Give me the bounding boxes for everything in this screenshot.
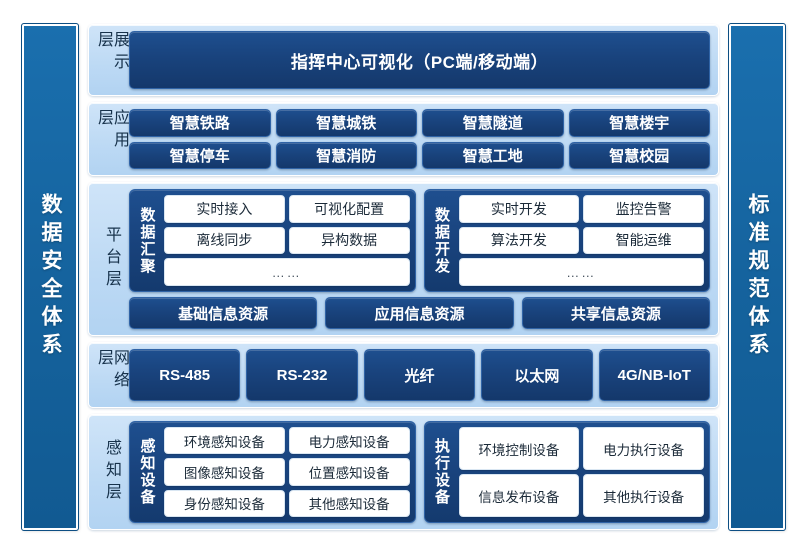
app-item-smart-railway[interactable]: 智慧铁路: [129, 109, 271, 137]
layer-network: 网络层 RS-485 RS-232 光纤 以太网 4G/NB-IoT: [88, 342, 719, 408]
cell-monitoring-alarm[interactable]: 监控告警: [583, 195, 704, 223]
layer-body-application: 智慧铁路 智慧城铁 智慧隧道 智慧楼宇 智慧停车 智慧消防 智慧工地 智慧校园: [129, 109, 710, 169]
sensing-group-sensor-devices: 感知设备 环境感知设备 电力感知设备 图像感知设备 位置感知设备 身份感知设备 …: [129, 421, 416, 523]
cell-more-data-development[interactable]: ……: [458, 258, 704, 286]
cell-image-sensor[interactable]: 图像感知设备: [164, 458, 285, 486]
application-grid: 智慧铁路 智慧城铁 智慧隧道 智慧楼宇 智慧停车 智慧消防 智慧工地 智慧校园: [129, 109, 710, 169]
cell-identity-sensor[interactable]: 身份感知设备: [164, 489, 285, 517]
group-title-data-aggregation: 数据汇聚: [138, 206, 156, 275]
layer-application: 应用层 智慧铁路 智慧城铁 智慧隧道 智慧楼宇 智慧停车 智慧消防 智慧工地 智…: [88, 102, 719, 176]
cell-environment-control-device[interactable]: 环境控制设备: [458, 427, 580, 470]
right-pillar-standards: 标准规范体系: [728, 23, 786, 531]
cell-offline-sync[interactable]: 离线同步: [164, 226, 285, 255]
app-item-smart-parking[interactable]: 智慧停车: [129, 141, 271, 169]
platform-group-data-aggregation: 数据汇聚 实时接入 可视化配置 离线同步 异构数据 ……: [129, 189, 416, 292]
app-item-smart-urban-rail[interactable]: 智慧城铁: [275, 109, 417, 137]
layer-label-network: 网络层: [95, 349, 128, 393]
group-cells-data-aggregation: 实时接入 可视化配置 离线同步 异构数据 ……: [164, 195, 410, 286]
resource-shared-information[interactable]: 共享信息资源: [521, 297, 710, 329]
platform-groups: 数据汇聚 实时接入 可视化配置 离线同步 异构数据 …… 数据开发 实时开发: [129, 189, 710, 292]
app-item-smart-building[interactable]: 智慧楼宇: [568, 109, 710, 137]
cell-environment-sensor[interactable]: 环境感知设备: [164, 427, 285, 455]
layer-body-sensing: 感知设备 环境感知设备 电力感知设备 图像感知设备 位置感知设备 身份感知设备 …: [129, 421, 710, 523]
layer-body-presentation: 指挥中心可视化（PC端/移动端）: [129, 31, 710, 89]
group-cells-sensor-devices: 环境感知设备 电力感知设备 图像感知设备 位置感知设备 身份感知设备 其他感知设…: [164, 427, 410, 517]
cell-other-actuator-device[interactable]: 其他执行设备: [583, 474, 704, 517]
cell-information-release-device[interactable]: 信息发布设备: [458, 474, 580, 517]
group-cells-actuator-devices: 环境控制设备 电力执行设备 信息发布设备 其他执行设备: [458, 427, 704, 517]
platform-resources: 基础信息资源 应用信息资源 共享信息资源: [129, 297, 710, 329]
layer-label-sensing: 感知层: [103, 439, 120, 505]
sensing-groups: 感知设备 环境感知设备 电力感知设备 图像感知设备 位置感知设备 身份感知设备 …: [129, 421, 710, 523]
app-item-smart-construction-site[interactable]: 智慧工地: [422, 141, 564, 169]
cell-realtime-development[interactable]: 实时开发: [458, 195, 580, 223]
layer-sensing: 感知层 感知设备 环境感知设备 电力感知设备 图像感知设备 位置感知设备 身份感…: [88, 414, 719, 530]
group-title-data-development: 数据开发: [433, 206, 450, 275]
resource-basic-information[interactable]: 基础信息资源: [129, 297, 318, 329]
layer-label-presentation: 展示层: [95, 31, 128, 75]
cell-more-data-aggregation[interactable]: ……: [164, 258, 410, 286]
layer-platform: 平台层 数据汇聚 实时接入 可视化配置 离线同步 异构数据 ……: [88, 182, 719, 336]
cell-intelligent-ops[interactable]: 智能运维: [583, 226, 704, 255]
cell-power-sensor[interactable]: 电力感知设备: [288, 427, 410, 455]
layer-label-application: 应用层: [95, 109, 128, 153]
platform-group-data-development: 数据开发 实时开发 监控告警 算法开发 智能运维 ……: [423, 189, 710, 292]
app-item-smart-tunnel[interactable]: 智慧隧道: [422, 109, 564, 137]
resource-application-information[interactable]: 应用信息资源: [325, 297, 514, 329]
right-pillar-label: 标准规范体系: [746, 193, 770, 361]
layer-body-network: RS-485 RS-232 光纤 以太网 4G/NB-IoT: [129, 349, 710, 401]
network-item-4g-nb-iot[interactable]: 4G/NB-IoT: [598, 349, 710, 401]
network-item-fiber[interactable]: 光纤: [363, 349, 476, 401]
network-item-ethernet[interactable]: 以太网: [481, 349, 593, 401]
command-center-banner[interactable]: 指挥中心可视化（PC端/移动端）: [129, 31, 710, 89]
cell-power-actuator-device[interactable]: 电力执行设备: [583, 427, 704, 470]
app-item-smart-firefighting[interactable]: 智慧消防: [275, 141, 417, 169]
group-cells-data-development: 实时开发 监控告警 算法开发 智能运维 ……: [458, 195, 704, 286]
network-item-rs485[interactable]: RS-485: [129, 349, 241, 401]
cell-algorithm-development[interactable]: 算法开发: [458, 226, 580, 255]
cell-location-sensor[interactable]: 位置感知设备: [288, 458, 410, 486]
network-item-rs232[interactable]: RS-232: [246, 349, 358, 401]
cell-visual-config[interactable]: 可视化配置: [288, 195, 410, 223]
cell-realtime-ingest[interactable]: 实时接入: [164, 195, 285, 223]
group-title-sensor-devices: 感知设备: [138, 438, 156, 506]
network-row: RS-485 RS-232 光纤 以太网 4G/NB-IoT: [129, 349, 710, 401]
sensing-group-actuator-devices: 执行设备 环境控制设备 电力执行设备 信息发布设备 其他执行设备: [423, 421, 710, 523]
layer-label-platform: 平台层: [103, 226, 120, 292]
left-pillar-label: 数据安全体系: [39, 193, 63, 361]
group-title-actuator-devices: 执行设备: [433, 438, 450, 506]
layer-stack: 展示层 指挥中心可视化（PC端/移动端） 应用层 智慧铁路 智慧城铁 智慧隧道 …: [88, 24, 719, 530]
layer-presentation: 展示层 指挥中心可视化（PC端/移动端）: [88, 24, 719, 96]
layer-body-platform: 数据汇聚 实时接入 可视化配置 离线同步 异构数据 …… 数据开发 实时开发: [129, 189, 710, 329]
cell-heterogeneous-data[interactable]: 异构数据: [288, 226, 410, 255]
left-pillar-data-security: 数据安全体系: [21, 23, 79, 531]
app-item-smart-campus[interactable]: 智慧校园: [568, 141, 710, 169]
cell-other-sensor[interactable]: 其他感知设备: [288, 489, 410, 517]
